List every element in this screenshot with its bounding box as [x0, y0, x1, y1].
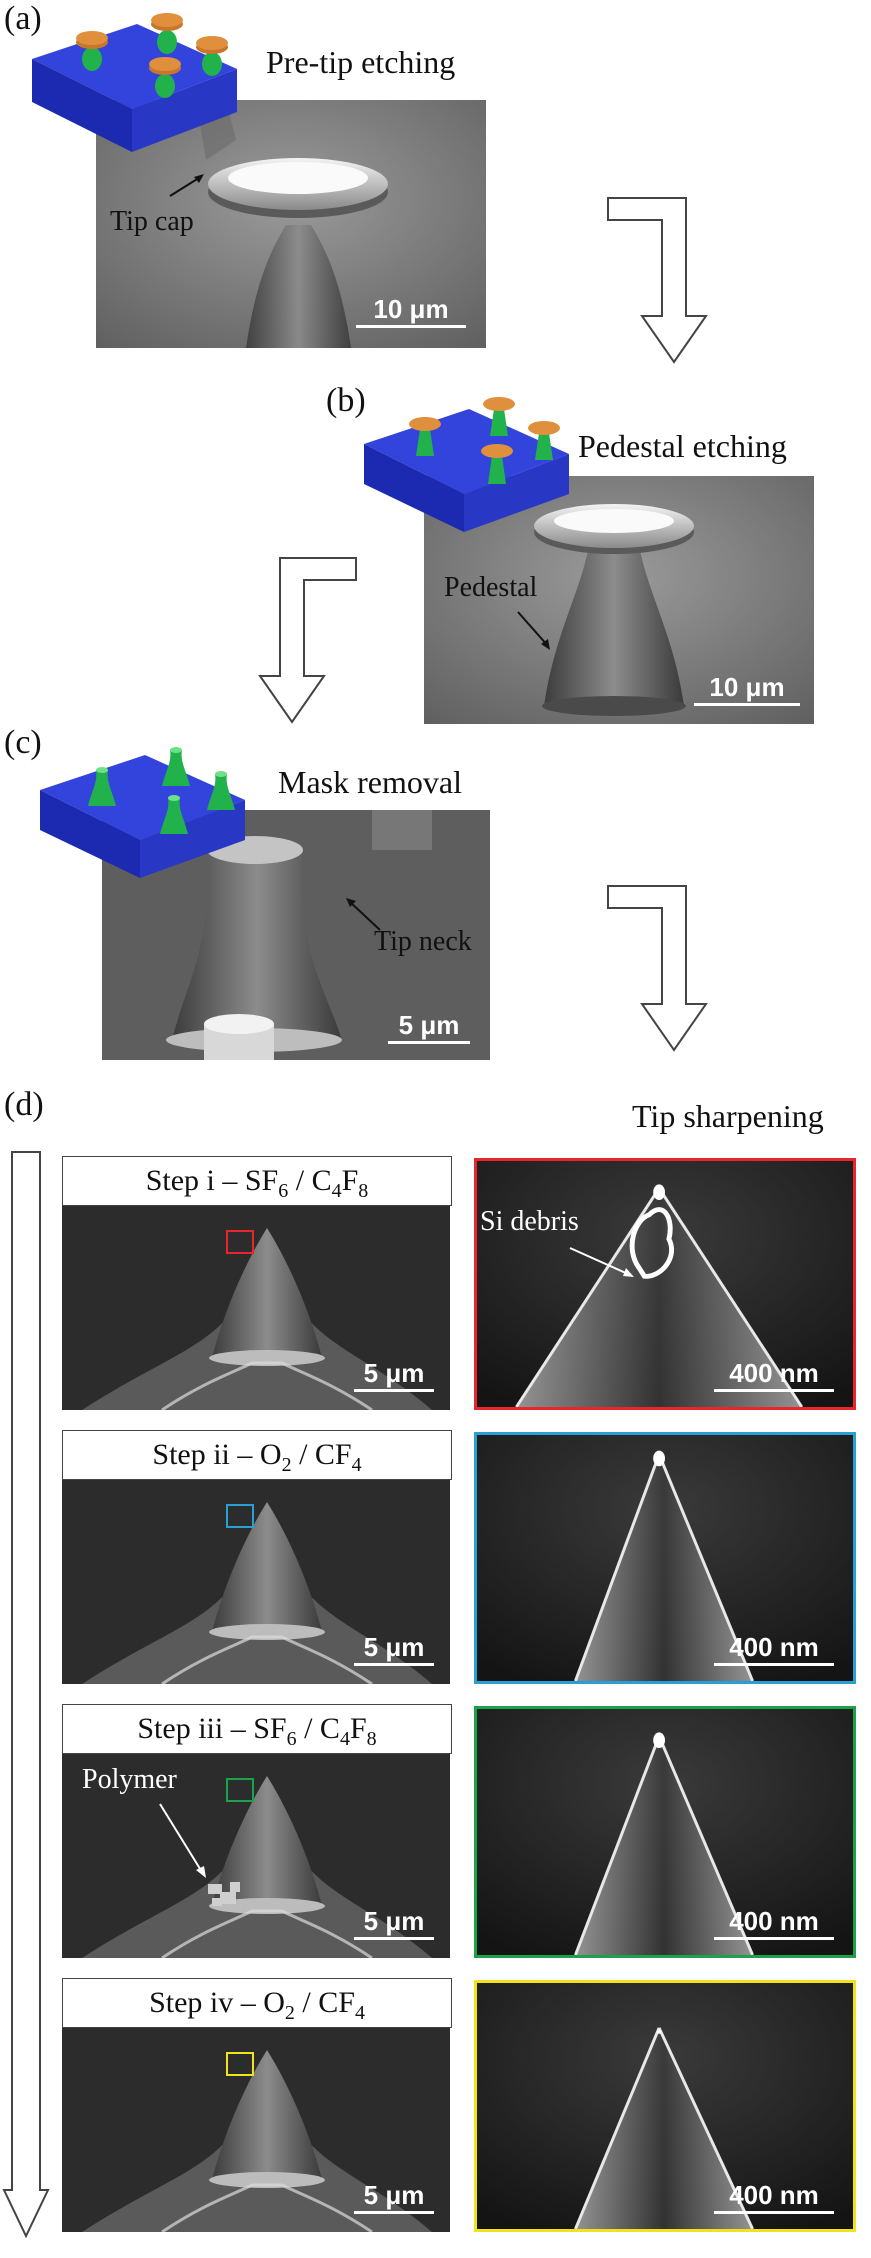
panel-c-sem-image	[102, 810, 490, 1060]
step-label: Step iv – O2 / CF4	[62, 1978, 452, 2028]
panel-c-scale-text: 5 μm	[398, 1010, 460, 1040]
step-label-subscript: 6	[278, 1180, 289, 1202]
panel-c-letter: (c)	[4, 724, 42, 761]
step-label-text: / CF	[291, 1438, 352, 1471]
zoom-scale-bar: 400 nm	[714, 1632, 834, 1670]
region-of-interest-box	[226, 2052, 254, 2076]
step-label: Step ii – O2 / CF4	[62, 1430, 452, 1480]
step-zoom-image	[474, 1432, 856, 1684]
tip-cap-annotation: Tip cap	[110, 206, 194, 237]
step-scale-text: 5 μm	[363, 1906, 425, 1936]
region-of-interest-box	[226, 1230, 254, 1254]
step-label-subscript: 4	[339, 1728, 350, 1750]
panel-d-letter: (d)	[4, 1086, 44, 1123]
step-label: Step iii – SF6 / C4F8	[62, 1704, 452, 1754]
panel-b-scale: 10 μm	[694, 672, 800, 710]
pedestal-arrow	[517, 611, 550, 650]
sequence-arrow	[2, 1151, 50, 2239]
step-label-text: / CF	[294, 1986, 355, 2019]
step-label-text: Step ii – O	[152, 1438, 282, 1471]
step-label-text: Step i – SF	[145, 1164, 279, 1197]
pedestal-annotation: Pedestal	[444, 572, 538, 603]
step-label-text: F	[341, 1164, 359, 1197]
step-label-subscript: 4	[351, 1454, 362, 1476]
polymer-arrow	[159, 1803, 206, 1878]
panel-a-scale: 10 μm	[356, 294, 466, 332]
panel-a-3d-model	[32, 13, 237, 152]
step-label-text: / C	[288, 1164, 332, 1197]
step-label-subscript: 4	[354, 2002, 365, 2024]
panel-a-letter: (a)	[4, 0, 42, 37]
zoom-scale-text: 400 nm	[729, 1358, 819, 1388]
panel-a-sem-image	[96, 100, 486, 348]
step-label-subscript: 6	[286, 1728, 297, 1750]
panel-c-scale: 5 μm	[388, 1010, 470, 1048]
panel-a-scale-text: 10 μm	[373, 294, 449, 324]
step-label-text: F	[349, 1712, 367, 1745]
panel-b-letter: (b)	[326, 382, 366, 419]
zoom-scale-bar: 400 nm	[714, 1906, 834, 1944]
step-zoom-image	[474, 1706, 856, 1958]
step-label-subscript: 8	[358, 1180, 369, 1202]
panel-b-caption: Pedestal etching	[578, 428, 787, 464]
step-scale-bar: 5 μm	[354, 1632, 434, 1670]
step-scale-text: 5 μm	[363, 2180, 425, 2210]
step-label-text: / C	[296, 1712, 340, 1745]
flow-arrow-a-b	[607, 197, 708, 364]
step-scale-bar: 5 μm	[354, 1358, 434, 1396]
step-zoom-image	[474, 1980, 856, 2232]
zoom-scale-text: 400 nm	[729, 1906, 819, 1936]
step-scale-bar: 5 μm	[354, 1906, 434, 1944]
panel-b-3d-model	[364, 397, 569, 532]
tip-neck-arrow	[346, 898, 381, 931]
step-label-subscript: 8	[366, 1728, 377, 1750]
step-label-subscript: 2	[284, 2002, 295, 2024]
step-label: Step i – SF6 / C4F8	[62, 1156, 452, 1206]
zoom-scale-bar: 400 nm	[714, 1358, 834, 1396]
step-zoom-image	[474, 1158, 856, 1410]
si-debris-arrow	[569, 1247, 634, 1277]
flow-arrow-c-d	[607, 885, 708, 1052]
panel-d-caption: Tip sharpening	[632, 1098, 824, 1134]
region-of-interest-box	[226, 1778, 254, 1802]
flow-arrow-b-c	[258, 557, 357, 724]
step-scale-bar: 5 μm	[354, 2180, 434, 2218]
zoom-scale-text: 400 nm	[729, 2180, 819, 2210]
panel-b-scale-text: 10 μm	[709, 672, 785, 702]
step-label-text: Step iii – SF	[137, 1712, 287, 1745]
zoom-scale-text: 400 nm	[729, 1632, 819, 1662]
step-scale-text: 5 μm	[363, 1632, 425, 1662]
region-of-interest-box	[226, 1504, 254, 1528]
tip-neck-annotation: Tip neck	[374, 926, 472, 957]
panel-a-caption: Pre-tip etching	[266, 44, 456, 80]
step-label-text: Step iv – O	[149, 1986, 285, 2019]
zoom-scale-bar: 400 nm	[714, 2180, 834, 2218]
tip-cap-arrow	[169, 174, 204, 197]
si-debris-annotation: Si debris	[480, 1206, 579, 1237]
polymer-annotation: Polymer	[82, 1764, 177, 1795]
step-label-subscript: 2	[281, 1454, 292, 1476]
step-label-subscript: 4	[331, 1180, 342, 1202]
panel-c-3d-model	[40, 747, 245, 878]
step-scale-text: 5 μm	[363, 1358, 425, 1388]
panel-c-caption: Mask removal	[278, 764, 462, 800]
